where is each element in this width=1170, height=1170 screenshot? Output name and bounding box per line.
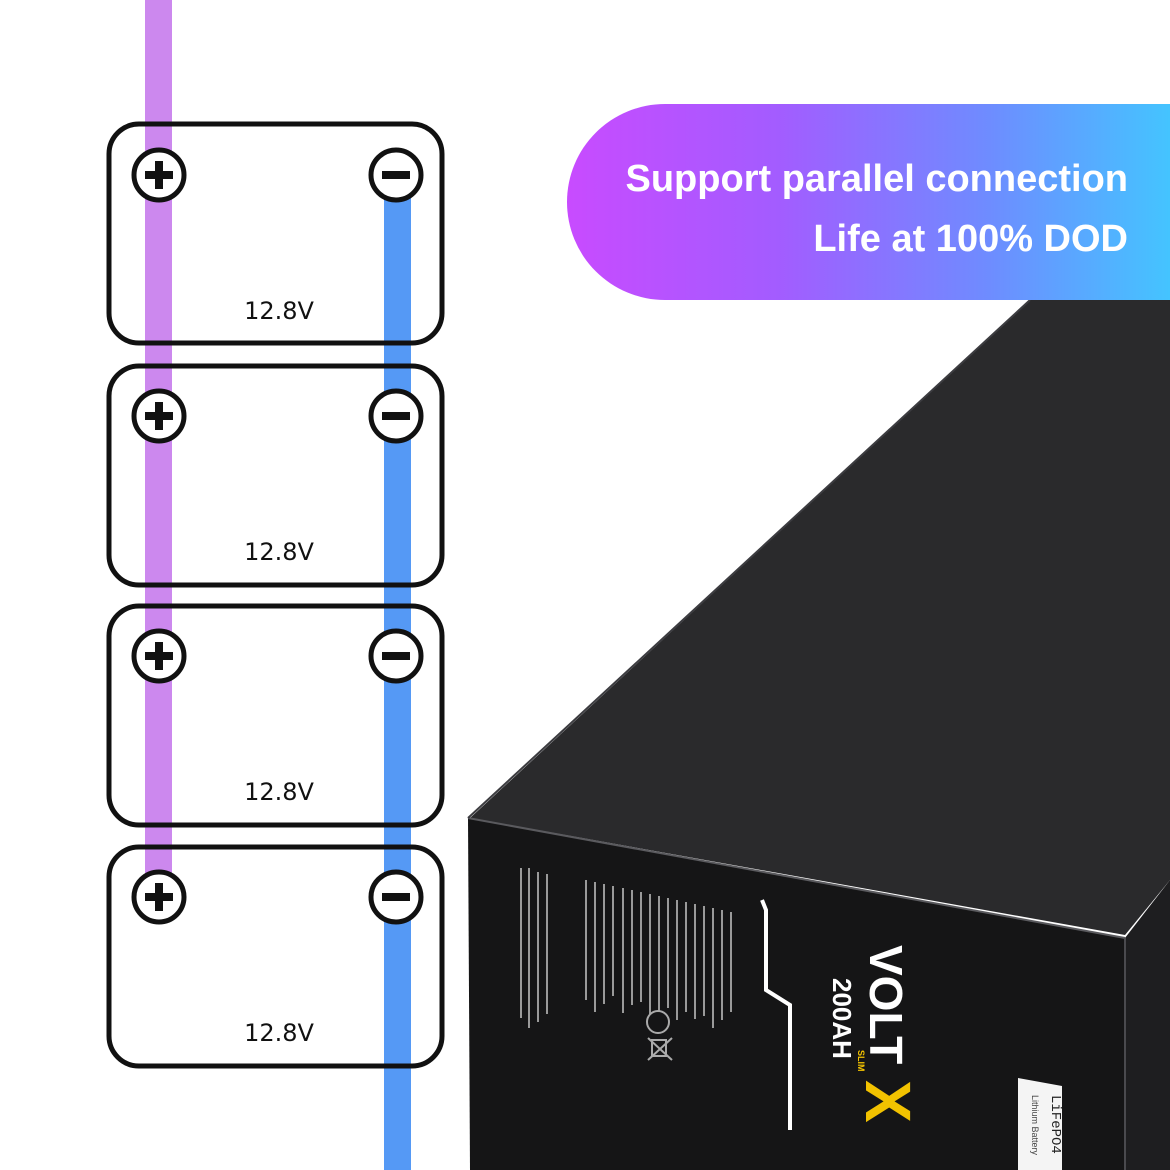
battery-side-face <box>1125 880 1170 1170</box>
voltage-label: 12.8V <box>244 538 314 566</box>
svg-text:Lithium Battery: Lithium Battery <box>1030 1095 1040 1156</box>
battery-4: 12.8V <box>106 844 445 1069</box>
plus-terminal-icon <box>131 388 187 444</box>
battery-top-face <box>470 300 1170 935</box>
svg-text:200AH: 200AH <box>827 978 857 1059</box>
battery-2: 12.8V <box>106 363 445 588</box>
label-divider-line <box>760 899 792 1130</box>
battery-1: 12.8V <box>106 121 445 346</box>
minus-terminal-icon <box>368 388 424 444</box>
capacity-label: 200AH <box>827 978 857 1059</box>
battery-product-image: VOLT X SLIM 200AH LiFePO4 Lithium Batter… <box>467 299 1170 1170</box>
banner-headline: Support parallel connection <box>625 158 1129 200</box>
battery-outline <box>106 844 445 1069</box>
svg-text:LiFePO4: LiFePO4 <box>1047 1095 1063 1154</box>
battery-outline <box>106 603 445 828</box>
battery-3: 12.8V <box>106 603 445 828</box>
battery-outline <box>106 363 445 588</box>
recycle-icon <box>646 1010 670 1034</box>
minus-terminal-icon <box>368 147 424 203</box>
svg-text:X: X <box>852 1080 924 1123</box>
minus-terminal-icon <box>368 869 424 925</box>
voltage-label: 12.8V <box>244 297 314 325</box>
battery-outline <box>106 121 445 346</box>
minus-terminal-icon <box>368 628 424 684</box>
crossed-bin-icon <box>647 1037 673 1061</box>
voltage-label: 12.8V <box>244 1019 314 1047</box>
banner-subline: Life at 100% DOD <box>813 218 1128 260</box>
voltage-label: 12.8V <box>244 778 314 806</box>
plus-terminal-icon <box>131 869 187 925</box>
chemistry-tag: LiFePO4 Lithium Battery <box>1018 1078 1063 1170</box>
voltx-logo: VOLT X SLIM <box>852 945 924 1123</box>
svg-text:VOLT: VOLT <box>860 945 912 1064</box>
battery-warning-text <box>520 868 732 1028</box>
plus-terminal-icon <box>131 147 187 203</box>
feature-banner: Support parallel connection Life at 100%… <box>567 104 1170 300</box>
svg-text:SLIM: SLIM <box>856 1050 866 1072</box>
plus-terminal-icon <box>131 628 187 684</box>
